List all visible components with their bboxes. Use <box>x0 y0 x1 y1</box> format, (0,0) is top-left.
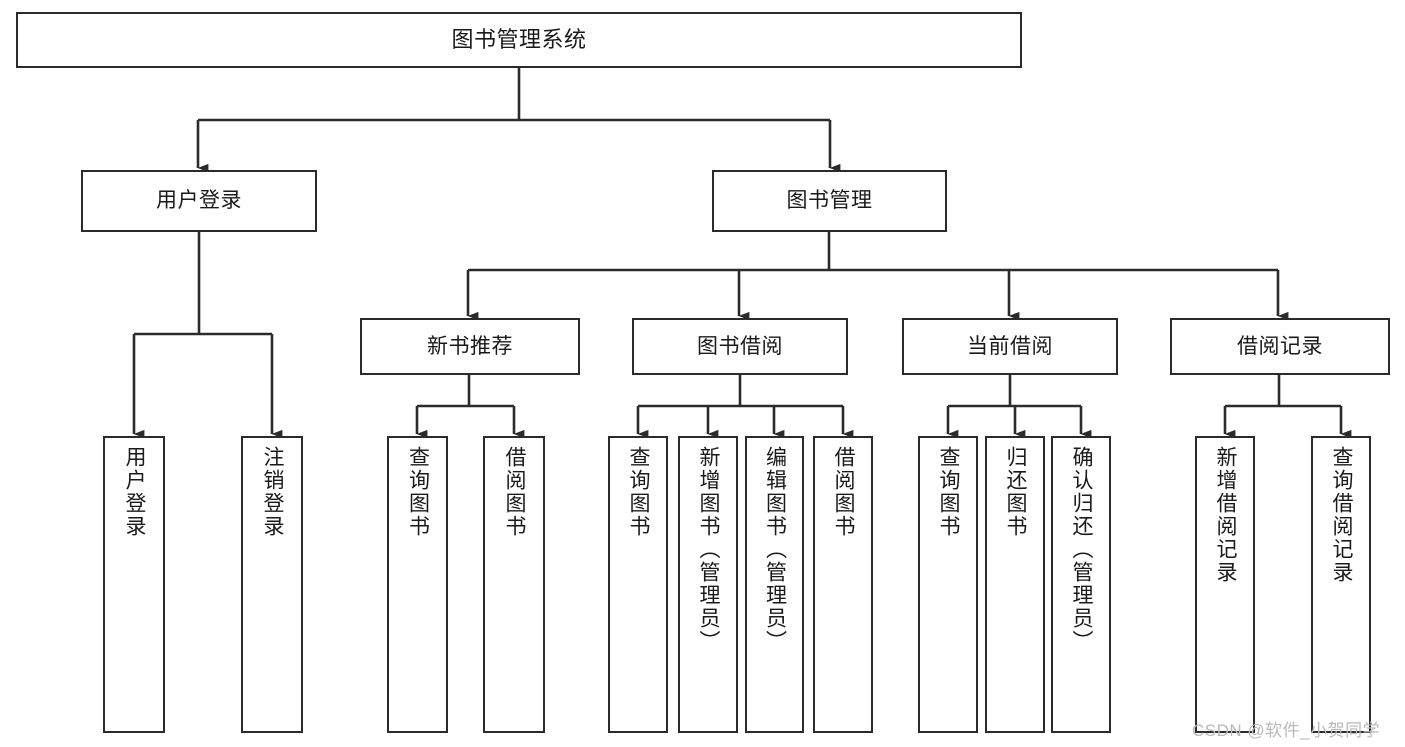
node-book-manage-label: 图书管理 <box>786 189 873 213</box>
node-leaf-query-record-label: 查询借阅记录 <box>1330 446 1354 584</box>
node-user-login-label: 用户登录 <box>156 189 242 213</box>
node-leaf-edit-book-label: 编辑图书（管理员） <box>763 446 787 653</box>
node-leaf-query-book-2-label: 查询图书 <box>627 446 651 538</box>
node-borrow-record[interactable]: 借阅记录 <box>1170 318 1390 375</box>
node-leaf-add-record-label: 新增借阅记录 <box>1214 446 1238 584</box>
node-current-borrow-label: 当前借阅 <box>967 334 1053 358</box>
node-book-borrow-label: 图书借阅 <box>697 334 783 358</box>
node-leaf-user-login[interactable]: 用户登录 <box>103 436 165 733</box>
node-leaf-edit-book[interactable]: 编辑图书（管理员） <box>745 436 804 733</box>
node-borrow-record-label: 借阅记录 <box>1237 334 1323 358</box>
node-leaf-return-book[interactable]: 归还图书 <box>985 436 1045 733</box>
node-leaf-add-book-label: 新增图书（管理员） <box>697 446 721 653</box>
node-leaf-logout-login[interactable]: 注销登录 <box>241 436 303 733</box>
node-book-borrow[interactable]: 图书借阅 <box>632 318 848 375</box>
node-current-borrow[interactable]: 当前借阅 <box>902 318 1118 375</box>
node-new-book-recommend-label: 新书推荐 <box>427 334 513 358</box>
node-leaf-query-book-3-label: 查询图书 <box>937 446 961 538</box>
node-leaf-borrow-book-2-label: 借阅图书 <box>832 446 856 538</box>
node-leaf-query-book-1[interactable]: 查询图书 <box>387 436 448 733</box>
node-leaf-logout-login-label: 注销登录 <box>261 446 285 538</box>
node-leaf-borrow-book-2[interactable]: 借阅图书 <box>813 436 873 733</box>
watermark-text: CSDN @软件_小贺同学 <box>1192 721 1381 740</box>
node-leaf-query-book-3[interactable]: 查询图书 <box>918 436 978 733</box>
node-leaf-borrow-book-1[interactable]: 借阅图书 <box>483 436 545 733</box>
node-user-login[interactable]: 用户登录 <box>81 170 317 232</box>
node-leaf-add-record[interactable]: 新增借阅记录 <box>1195 436 1255 733</box>
node-leaf-add-book[interactable]: 新增图书（管理员） <box>678 436 738 733</box>
node-root-label: 图书管理系统 <box>451 26 587 52</box>
node-leaf-borrow-book-1-label: 借阅图书 <box>503 446 527 538</box>
node-leaf-user-login-label: 用户登录 <box>123 446 147 538</box>
node-leaf-confirm-return-label: 确认归还（管理员） <box>1070 446 1094 653</box>
node-leaf-confirm-return[interactable]: 确认归还（管理员） <box>1051 436 1111 733</box>
node-root[interactable]: 图书管理系统 <box>16 12 1022 68</box>
node-leaf-query-record[interactable]: 查询借阅记录 <box>1311 436 1371 733</box>
node-leaf-return-book-label: 归还图书 <box>1004 446 1028 538</box>
node-leaf-query-book-1-label: 查询图书 <box>406 446 430 538</box>
node-leaf-query-book-2[interactable]: 查询图书 <box>608 436 668 733</box>
node-new-book-recommend[interactable]: 新书推荐 <box>360 318 580 375</box>
node-book-manage[interactable]: 图书管理 <box>712 170 947 232</box>
